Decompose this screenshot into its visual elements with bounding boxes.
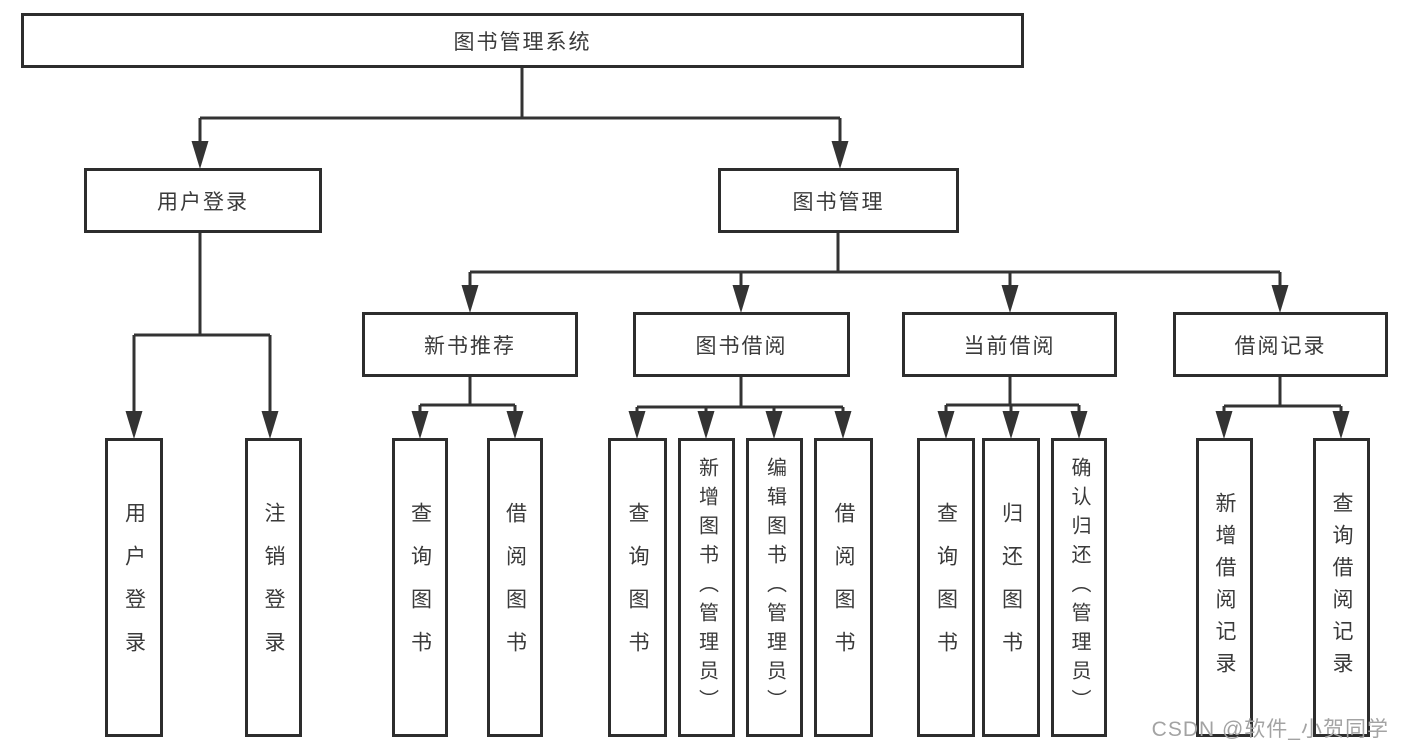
leaf-user-login: 用户登录 [105, 438, 163, 737]
leaf-confirm-return-admin: 确认归还（管理员） [1051, 438, 1107, 737]
node-borrow-records: 借阅记录 [1173, 312, 1388, 377]
node-label: 确认归还（管理员） [1068, 457, 1090, 718]
leaf-add-borrow-record: 新增借阅记录 [1196, 438, 1253, 737]
leaf-query-books-current: 查询图书 [917, 438, 975, 737]
node-root: 图书管理系统 [21, 13, 1024, 68]
watermark: CSDN @软件_小贺同学 [1151, 718, 1389, 741]
node-label: 查询图书 [626, 501, 649, 674]
node-label: 借阅记录 [1234, 334, 1327, 358]
node-current-borrowing: 当前借阅 [902, 312, 1117, 377]
node-label: 编辑图书（管理员） [763, 457, 786, 718]
node-label: 借阅图书 [503, 501, 527, 674]
node-book-management: 图书管理 [718, 168, 959, 233]
node-label: 查询图书 [934, 501, 958, 674]
node-label: 图书借阅 [695, 334, 788, 358]
leaf-logout: 注销登录 [245, 438, 302, 737]
leaf-borrow-books-recommend: 借阅图书 [487, 438, 543, 737]
node-label: 图书管理 [792, 190, 885, 214]
node-label: 当前借阅 [963, 334, 1056, 358]
node-label: 借阅图书 [832, 501, 855, 674]
leaf-query-books-borrowing: 查询图书 [608, 438, 667, 737]
node-label: 新增图书（管理员） [695, 457, 718, 718]
node-user-login: 用户登录 [84, 168, 322, 233]
node-book-borrowing: 图书借阅 [633, 312, 850, 377]
leaf-edit-book-admin: 编辑图书（管理员） [746, 438, 803, 737]
node-label: 用户登录 [122, 501, 146, 674]
node-label: 查询借阅记录 [1330, 491, 1353, 684]
node-new-book-recommend: 新书推荐 [362, 312, 578, 377]
node-label: 图书管理系统 [453, 30, 592, 54]
leaf-query-borrow-record: 查询借阅记录 [1313, 438, 1370, 737]
node-label: 注销登录 [262, 501, 285, 674]
arrowheads [125, 141, 1350, 439]
node-label: 新增借阅记录 [1213, 491, 1236, 684]
node-label: 用户登录 [157, 190, 249, 214]
leaf-query-books-recommend: 查询图书 [392, 438, 448, 737]
node-label: 归还图书 [999, 501, 1023, 674]
leaf-add-book-admin: 新增图书（管理员） [678, 438, 735, 737]
leaf-return-books: 归还图书 [982, 438, 1040, 737]
leaf-borrow-books-borrowing: 借阅图书 [814, 438, 873, 737]
node-label: 查询图书 [408, 501, 432, 674]
node-label: 新书推荐 [424, 334, 516, 358]
